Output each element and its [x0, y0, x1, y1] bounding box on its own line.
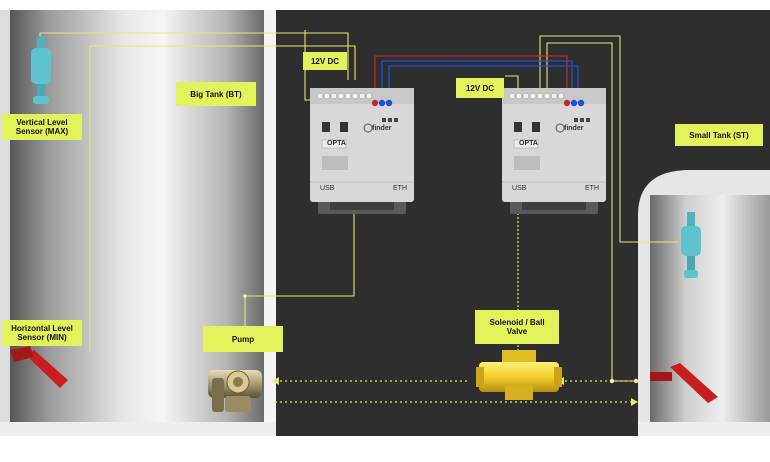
opta-right-usb: USB [512, 185, 527, 192]
label-pump: Pump [203, 326, 283, 352]
label-small-tank: Small Tank (ST) [675, 124, 763, 146]
opta-right-eth: ETH [585, 185, 599, 192]
small-tank-sensor [681, 212, 701, 278]
label-power-left: 12V DC [303, 52, 347, 70]
opta-left-brand: finder [372, 125, 392, 132]
label-power-right: 12V DC [456, 78, 504, 98]
label-horizontal-sensor: Horizontal Level Sensor (MIN) [2, 320, 82, 346]
opta-left-usb: USB [320, 185, 335, 192]
power-wires [374, 55, 579, 90]
valve [476, 350, 562, 400]
dark-scene: finder OPTA USB ETH finder OPTA USB ETH … [0, 10, 770, 436]
flow-lines [275, 205, 636, 403]
opta-left-eth: ETH [393, 185, 407, 192]
opta-right-model: OPTA [519, 140, 538, 147]
vertical-sensor [31, 36, 51, 104]
opta-left-model: OPTA [327, 140, 346, 147]
horizontal-sensor-left [10, 346, 68, 388]
small-tank [638, 170, 770, 436]
junction-dots [243, 294, 639, 384]
opta-left [310, 88, 414, 214]
opta-right-brand: finder [564, 125, 584, 132]
scene-svg [0, 10, 770, 436]
label-valve: Solenoid / Ball Valve [475, 310, 559, 344]
horizontal-sensor-right [650, 363, 718, 403]
label-vertical-sensor: Vertical Level Sensor (MAX) [2, 114, 82, 140]
opta-right [502, 88, 606, 214]
pump [208, 370, 262, 412]
label-big-tank: Big Tank (BT) [176, 82, 256, 106]
